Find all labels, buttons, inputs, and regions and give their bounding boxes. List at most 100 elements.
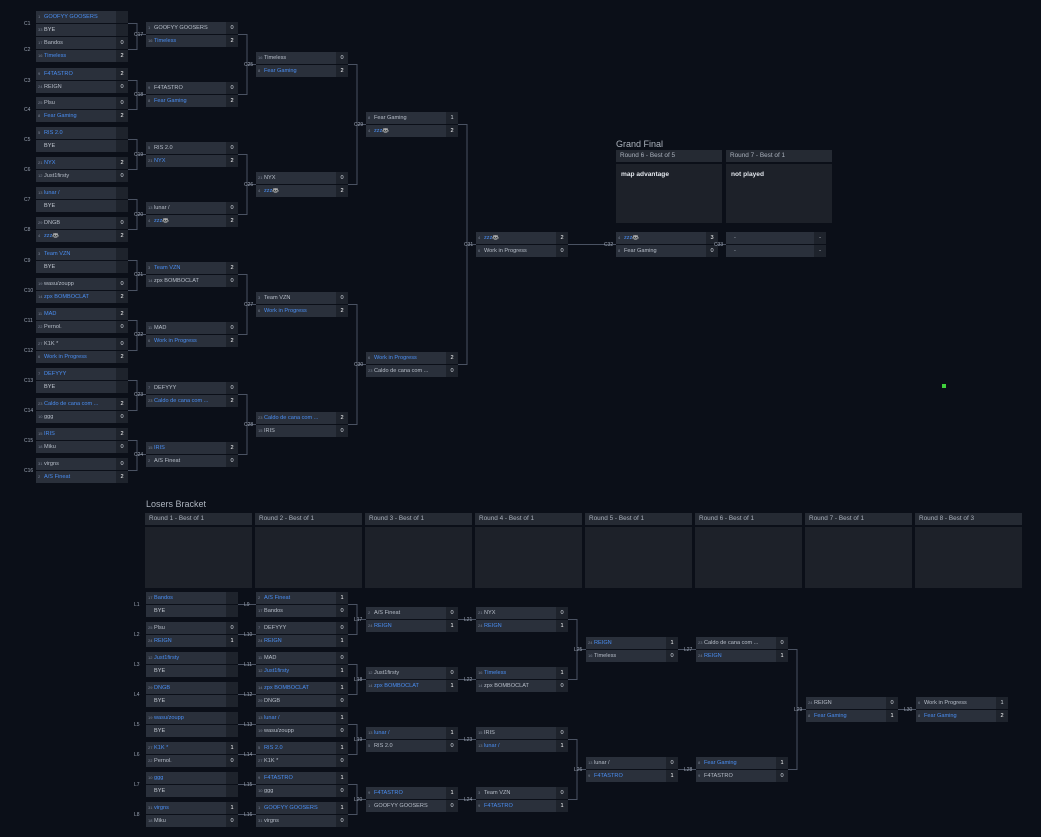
team-row[interactable]: BYE	[146, 665, 238, 677]
team-row[interactable]: --	[726, 232, 826, 244]
match-c33[interactable]: ----	[726, 232, 826, 257]
team-row[interactable]: --	[726, 245, 826, 257]
team-row[interactable]: BYE	[146, 695, 238, 707]
team-row[interactable]: BYE	[146, 605, 238, 617]
team-row[interactable]: BYE	[36, 381, 128, 393]
